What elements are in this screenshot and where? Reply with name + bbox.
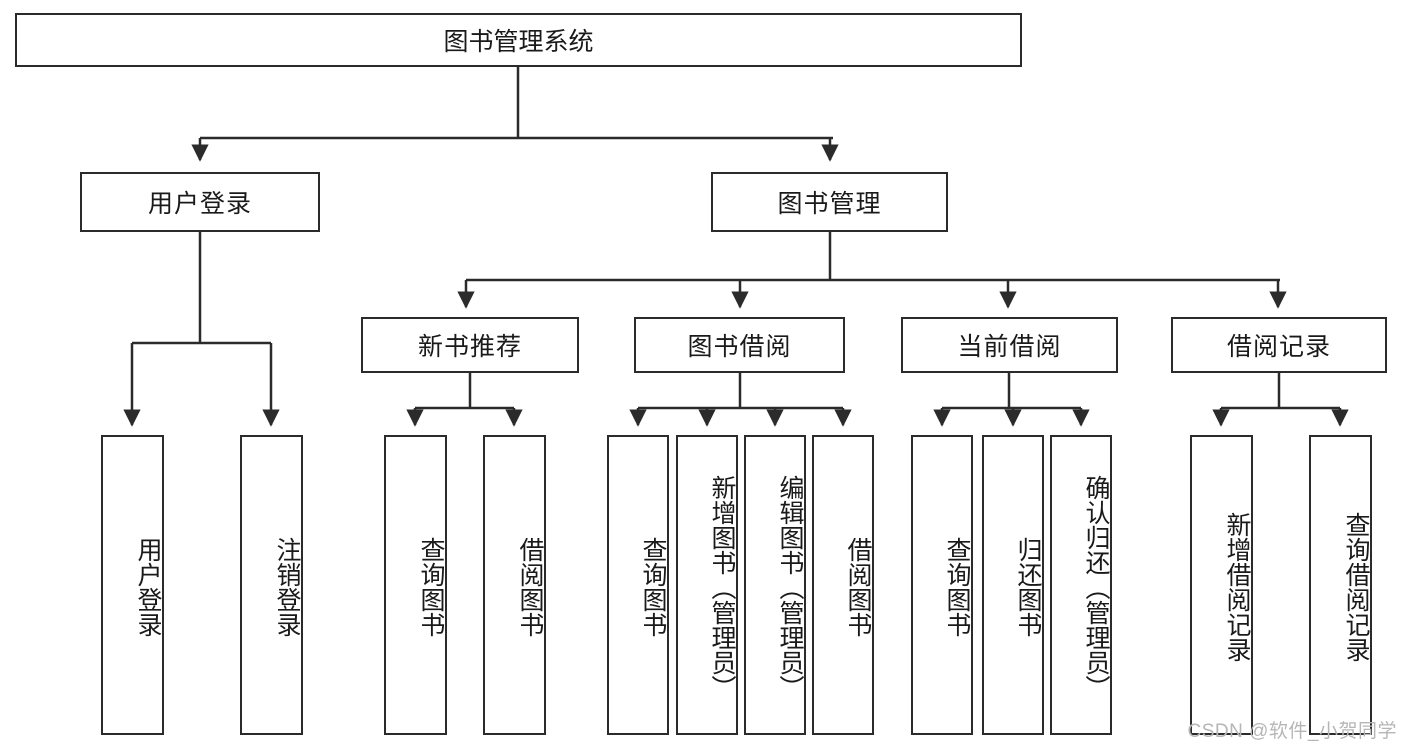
leaf-add-borrow-record[interactable]: 新增借阅记录	[1190, 435, 1253, 735]
node-book-management[interactable]: 图书管理	[711, 172, 948, 232]
node-label: 查询图书	[943, 537, 971, 637]
node-label: 注销登录	[273, 537, 301, 637]
leaf-edit-book-admin[interactable]: 编辑图书（管理员）	[744, 435, 806, 735]
node-label: 查询图书	[417, 537, 445, 637]
leaf-add-book-admin[interactable]: 新增图书（管理员）	[676, 435, 738, 735]
node-label: 图书管理	[777, 190, 882, 218]
node-label: 归还图书	[1014, 537, 1042, 637]
node-label: 当前借阅	[957, 333, 1062, 361]
leaf-return-book[interactable]: 归还图书	[982, 435, 1044, 735]
node-label: 借阅图书	[844, 537, 872, 637]
node-label: 用户登录	[147, 190, 252, 218]
leaf-query-book-current[interactable]: 查询图书	[911, 435, 973, 735]
node-label: 查询借阅记录	[1342, 512, 1370, 662]
node-label: 用户登录	[134, 537, 162, 637]
node-label: 借阅记录	[1226, 333, 1331, 361]
node-label: 新增图书（管理员）	[708, 474, 736, 700]
leaf-confirm-return-admin[interactable]: 确认归还（管理员）	[1050, 435, 1112, 735]
node-book-borrow[interactable]: 图书借阅	[634, 317, 845, 373]
leaf-logout[interactable]: 注销登录	[240, 435, 303, 735]
node-label: 新增借阅记录	[1223, 512, 1251, 662]
node-borrow-record[interactable]: 借阅记录	[1171, 317, 1387, 373]
node-label: 图书管理系统	[443, 28, 594, 56]
leaf-query-book-recommendation[interactable]: 查询图书	[384, 435, 447, 735]
leaf-user-login[interactable]: 用户登录	[101, 435, 164, 735]
node-label: 编辑图书（管理员）	[776, 474, 804, 700]
node-label: 确认归还（管理员）	[1082, 474, 1110, 700]
node-label: 借阅图书	[516, 537, 544, 637]
watermark: CSDN @软件_小贺同学	[1187, 721, 1397, 742]
node-label: 查询图书	[639, 537, 667, 637]
node-label: 图书借阅	[687, 333, 792, 361]
node-new-book-recommendation[interactable]: 新书推荐	[361, 317, 579, 373]
node-current-borrow[interactable]: 当前借阅	[901, 317, 1118, 373]
leaf-borrow-book-recommendation[interactable]: 借阅图书	[483, 435, 546, 735]
node-user-login[interactable]: 用户登录	[80, 172, 320, 232]
node-label: 新书推荐	[417, 333, 522, 361]
node-root-system[interactable]: 图书管理系统	[15, 13, 1022, 67]
leaf-borrow-book[interactable]: 借阅图书	[812, 435, 874, 735]
leaf-query-book-borrow[interactable]: 查询图书	[607, 435, 669, 735]
leaf-query-borrow-record[interactable]: 查询借阅记录	[1309, 435, 1372, 735]
